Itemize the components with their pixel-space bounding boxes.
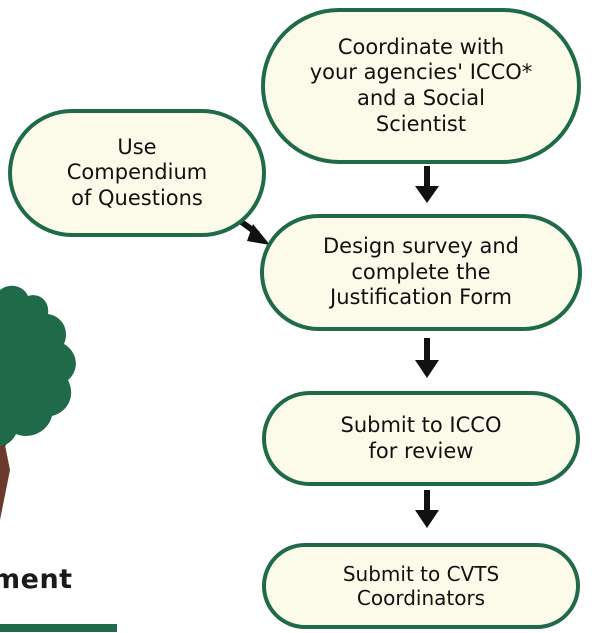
- tree-foliage: [0, 285, 76, 446]
- node-design-survey: Design survey and complete the Justifica…: [260, 214, 582, 331]
- arrow-design-to-submit-icco: [415, 338, 439, 378]
- arrow-icco-to-cvts: [415, 490, 439, 528]
- node-use-compendium: Use Compendium of Questions: [8, 109, 266, 237]
- node-coordinate-label: Coordinate with your agencies' ICCO* and…: [309, 34, 533, 136]
- heading-underline: [0, 624, 117, 632]
- node-submit-icco-label: Submit to ICCO for review: [340, 412, 502, 463]
- node-submit-icco: Submit to ICCO for review: [262, 391, 580, 486]
- node-coordinate: Coordinate with your agencies' ICCO* and…: [261, 8, 581, 164]
- tree-illustration: [0, 285, 76, 520]
- node-submit-cvts-label: Submit to CVTS Coordinators: [342, 561, 500, 610]
- node-design-survey-label: Design survey and complete the Justifica…: [322, 234, 520, 310]
- node-submit-cvts: Submit to CVTS Coordinators: [262, 543, 580, 629]
- node-use-compendium-label: Use Compendium of Questions: [66, 134, 208, 210]
- partial-heading: ment: [0, 564, 73, 595]
- arrow-coordinate-to-design: [415, 166, 439, 203]
